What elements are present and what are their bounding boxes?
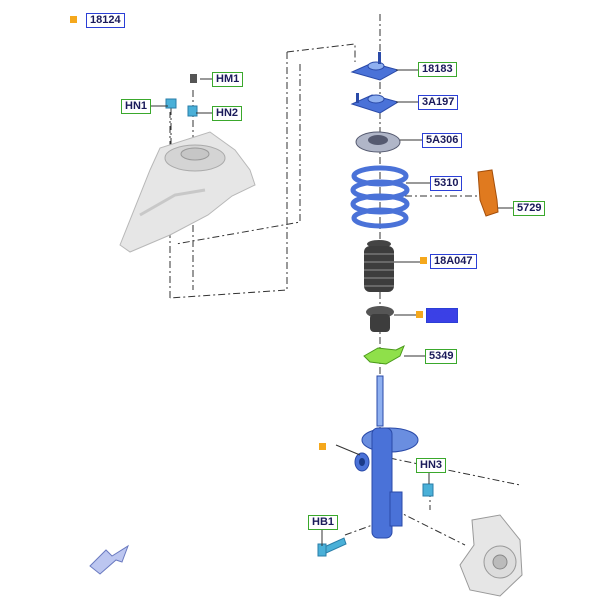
dust-boot-18a047 bbox=[364, 240, 394, 292]
coil-spring-5310 bbox=[350, 165, 410, 229]
body-apron bbox=[119, 131, 256, 253]
hn2-nut bbox=[187, 105, 198, 117]
callout-marker-18a047 bbox=[420, 257, 427, 264]
callout-marker-18124 bbox=[70, 16, 77, 23]
callout-5310[interactable]: 5310 bbox=[430, 176, 463, 191]
callout-hn1[interactable]: HN1 bbox=[121, 99, 152, 114]
hn1-bolt bbox=[165, 98, 177, 109]
callout-hb1[interactable]: HB1 bbox=[308, 515, 339, 530]
callout-5729[interactable]: 5729 bbox=[513, 201, 546, 216]
bracket-5349 bbox=[363, 344, 405, 365]
strut-marker bbox=[319, 443, 326, 450]
top-mount-18183 bbox=[350, 52, 400, 81]
strut-assembly bbox=[354, 375, 419, 539]
callout-hn2[interactable]: HN2 bbox=[212, 106, 243, 121]
callout-hn3[interactable]: HN3 bbox=[416, 458, 447, 473]
callout-18124[interactable]: 18124 bbox=[86, 13, 125, 28]
callout-5a306[interactable]: 5A306 bbox=[422, 133, 463, 148]
callout-18183[interactable]: 18183 bbox=[418, 62, 457, 77]
callout-hm1[interactable]: HM1 bbox=[212, 72, 244, 87]
hn3-nut bbox=[422, 483, 434, 497]
callout-marker-3020 bbox=[416, 311, 423, 318]
bearing-plate-3a197 bbox=[350, 93, 400, 114]
spring-seat-5a306 bbox=[355, 131, 401, 153]
leader-lines bbox=[150, 69, 513, 546]
callout-18a047[interactable]: 18A047 bbox=[430, 254, 477, 269]
bump-stop-3020 bbox=[366, 306, 394, 332]
callout-3a197[interactable]: 3A197 bbox=[418, 95, 459, 110]
front-direction-arrow-icon bbox=[89, 544, 129, 575]
assembly-guide-lines bbox=[169, 14, 521, 546]
callout-3020[interactable]: 3020 bbox=[426, 308, 459, 323]
callout-5349[interactable]: 5349 bbox=[425, 349, 458, 364]
steering-knuckle bbox=[459, 514, 523, 597]
hm1-nut bbox=[190, 74, 197, 83]
bracket-5729 bbox=[477, 169, 499, 217]
